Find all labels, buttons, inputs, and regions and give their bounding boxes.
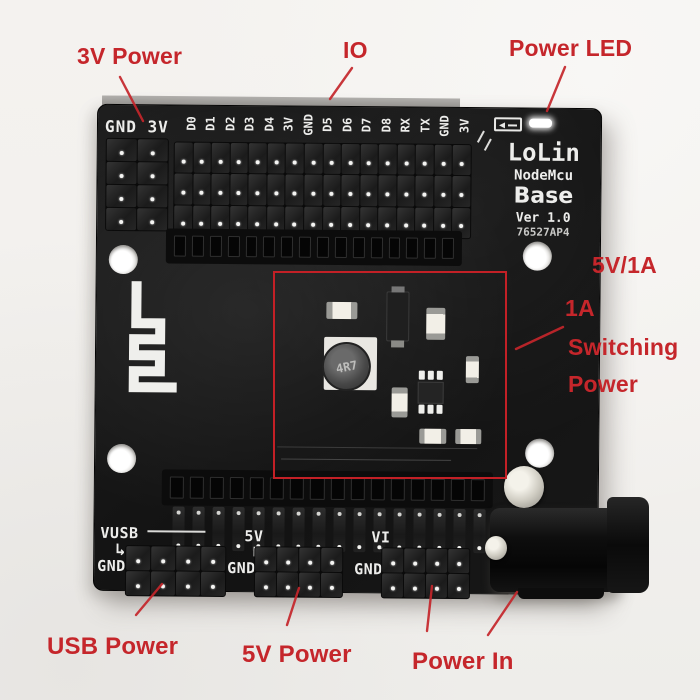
label-power: Power bbox=[568, 371, 639, 397]
jack-step bbox=[518, 588, 604, 599]
pointer-io bbox=[328, 66, 354, 101]
label-3v-power: 3V Power bbox=[77, 43, 183, 69]
jack-body bbox=[490, 508, 618, 592]
pcb-board: GND 3V D0 D1 D2 D3 D4 3V GND D5 D6 D7 D8… bbox=[92, 103, 603, 600]
pointer-5v-power bbox=[285, 586, 301, 627]
label-power-led: Power LED bbox=[509, 35, 633, 61]
label-switching: Switching bbox=[568, 334, 679, 360]
label-power-in: Power In bbox=[412, 648, 514, 675]
label-1a: 1A bbox=[565, 295, 595, 321]
pointer-power-in-a bbox=[425, 584, 434, 633]
pointer-switching bbox=[514, 325, 565, 351]
label-io: IO bbox=[343, 37, 368, 63]
pointer-power-in-b bbox=[486, 590, 519, 637]
label-5v-1a: 5V/1A bbox=[592, 252, 657, 278]
pointer-3v-power bbox=[118, 75, 145, 123]
solder-blob bbox=[504, 466, 544, 508]
dc-barrel-jack bbox=[485, 462, 653, 600]
jack-flange bbox=[607, 497, 649, 593]
label-usb-power: USB Power bbox=[47, 633, 179, 660]
pointer-usb-power bbox=[134, 582, 164, 617]
pointer-power-led bbox=[545, 65, 567, 113]
antenna-trace bbox=[128, 281, 177, 393]
label-5v-power: 5V Power bbox=[242, 641, 352, 668]
switching-power-outline bbox=[273, 271, 507, 479]
solder-blob bbox=[485, 536, 507, 560]
